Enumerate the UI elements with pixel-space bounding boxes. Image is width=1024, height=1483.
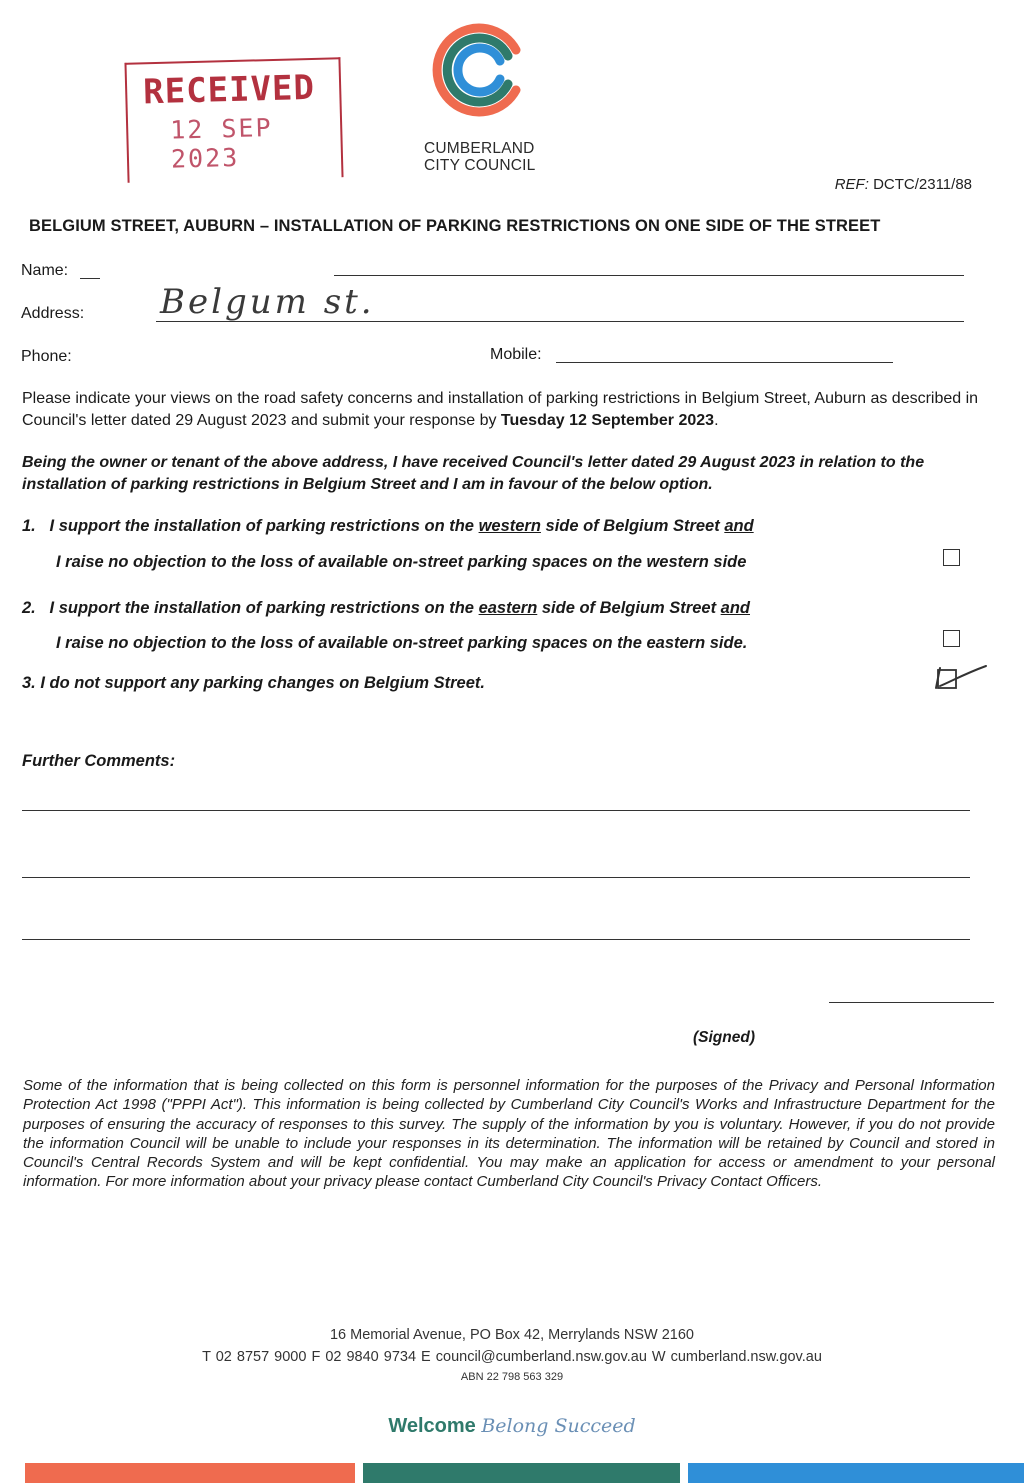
stamp-title: RECEIVED [142,67,316,113]
received-stamp: RECEIVED 12 SEP 2023 [124,57,344,183]
option-2-line2: I raise no objection to the loss of avai… [56,634,748,652]
intro-paragraph: Please indicate your views on the road s… [22,390,979,429]
comments-line-3[interactable] [22,939,970,940]
council-logo-icon [432,23,521,117]
further-comments-label: Further Comments: [22,752,176,770]
comments-line-2[interactable] [22,877,970,878]
footer-contacts: T 02 8757 9000 F 02 9840 9734 E council@… [202,1349,822,1365]
name-line-short [80,278,100,279]
option-3-text: 3. I do not support any parking changes … [22,674,485,692]
option-2-line1: 2. I support the installation of parking… [22,599,750,617]
name-label: Name: [21,262,69,279]
privacy-notice: Some of the information that is being co… [23,1077,995,1191]
option-1-checkbox[interactable] [943,549,960,566]
address-label: Address: [21,305,85,322]
footer-address: 16 Memorial Avenue, PO Box 42, Merryland… [329,1327,694,1343]
council-tagline: Welcome Belong Succeed [388,1415,636,1437]
footer-bar-green [363,1463,680,1483]
stamp-date: 12 SEP 2023 [169,112,273,174]
reference-number: REF: DCTC/2311/88 [834,176,972,193]
declaration-paragraph: Being the owner or tenant of the above a… [22,454,925,493]
option-2-checkbox[interactable] [943,630,960,647]
signature-line[interactable] [829,1002,994,1003]
option-3-checkbox-checked[interactable] [930,660,990,696]
footer-bar-blue [688,1463,1024,1483]
form-heading: BELGIUM STREET, AUBURN – INSTALLATION OF… [29,217,881,235]
address-handwriting: Belgum st. [160,282,375,322]
option-1-line1: 1. I support the installation of parking… [22,517,754,535]
footer-abn: ABN 22 798 563 329 [460,1371,564,1383]
name-field[interactable] [334,275,964,276]
comments-line-1[interactable] [22,810,970,811]
option-1-line2: I raise no objection to the loss of avai… [56,553,747,571]
signed-label: (Signed) [693,1029,755,1046]
mobile-field[interactable] [556,362,893,363]
phone-label: Phone: [21,348,72,365]
footer-bar-orange [25,1463,355,1483]
mobile-label: Mobile: [490,346,542,363]
address-field[interactable] [156,321,964,322]
council-name: CUMBERLAND CITY COUNCIL [424,140,536,174]
